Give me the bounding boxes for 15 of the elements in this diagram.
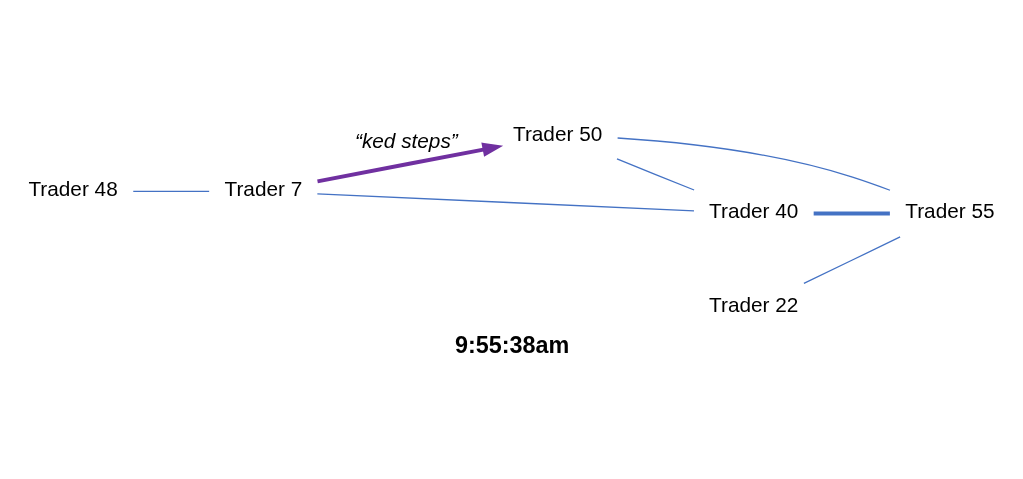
node-text: Trader 40 [709,199,799,223]
node-text: Trader 7 [224,177,303,201]
node-text: Trader 48 [28,177,118,201]
caption: 9:55:38am [454,332,570,359]
node-text: Trader 22 [709,292,799,316]
connector [616,137,891,191]
node-text: Trader 55 [905,199,995,223]
arrow [317,142,504,184]
connector [803,236,901,285]
node-text: Trader 50 [512,121,603,145]
connector [813,211,890,216]
connector [316,193,695,212]
connector [132,190,210,193]
edge-label: “ked steps” [354,129,458,153]
connector [616,158,695,191]
